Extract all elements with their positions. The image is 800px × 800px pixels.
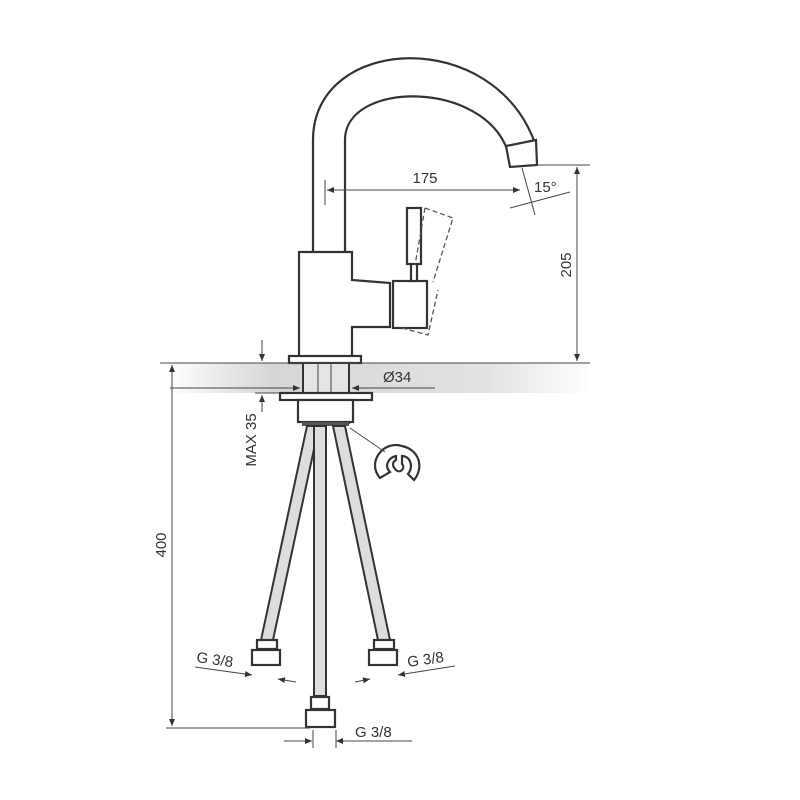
clip-icon	[373, 443, 421, 482]
thread-right-label: G 3/8	[406, 649, 445, 671]
lever-handle	[391, 206, 454, 336]
thread-center-label: G 3/8	[355, 724, 392, 741]
thread-left-label: G 3/8	[195, 649, 234, 671]
hoses	[250, 425, 399, 729]
spout	[311, 57, 539, 255]
mounting-nut	[296, 398, 355, 424]
dimension-lines	[160, 164, 590, 748]
hose-length-label: 400	[153, 532, 170, 557]
spout-reach-label: 175	[412, 170, 437, 187]
faucet-body	[297, 250, 392, 359]
base-flange	[287, 354, 363, 365]
max-thickness-label: MAX 35	[243, 413, 260, 466]
base-diameter-label: Ø34	[383, 369, 411, 386]
spout-height-label: 205	[558, 252, 575, 277]
spout-angle-label: 15°	[534, 179, 557, 196]
